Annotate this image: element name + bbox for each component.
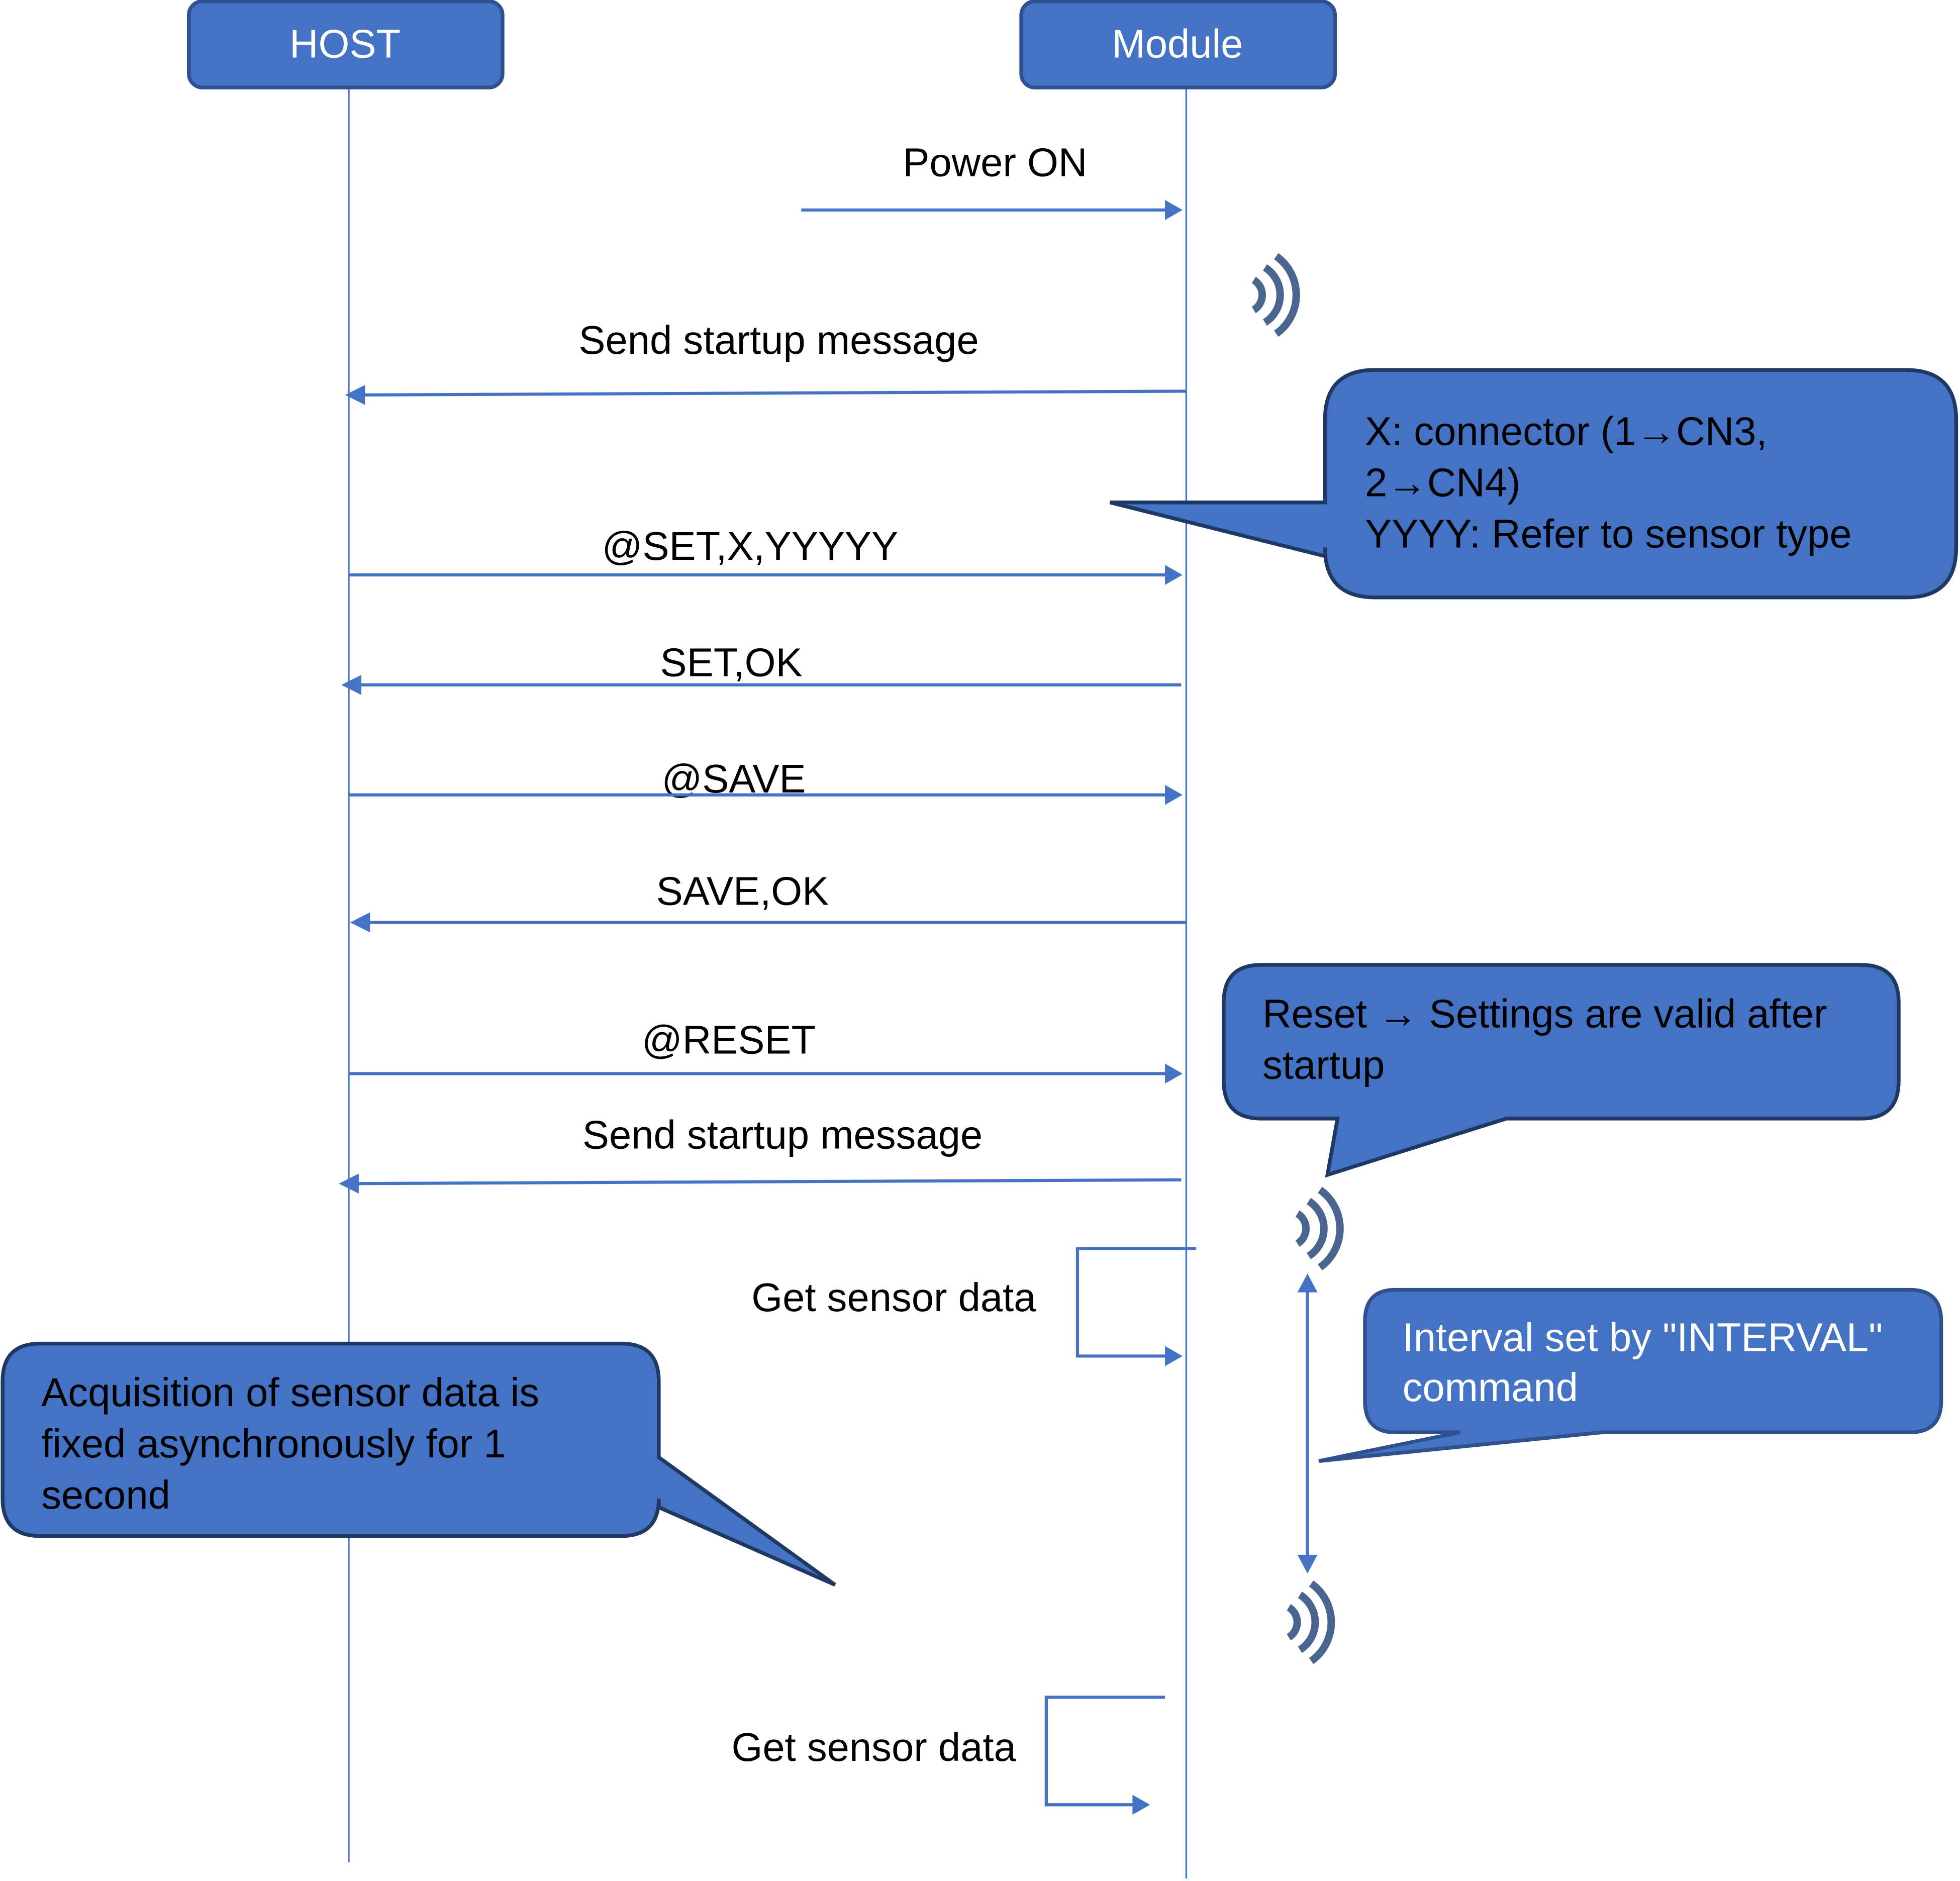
arrow-head bbox=[341, 675, 361, 695]
arrow-head bbox=[1132, 1795, 1150, 1815]
message-save: @SAVE bbox=[349, 756, 1183, 805]
message-startup-2: Send startup message bbox=[339, 1113, 1182, 1194]
callout-line: command bbox=[1403, 1365, 1578, 1410]
wireless-signal-icon bbox=[1298, 1190, 1340, 1267]
arrow-head bbox=[1165, 565, 1183, 585]
host-label: HOST bbox=[289, 21, 401, 66]
message-label: Send startup message bbox=[578, 318, 978, 362]
callout-line: fixed asynchronously for 1 bbox=[41, 1421, 506, 1466]
arrow-head bbox=[1165, 1346, 1183, 1366]
arrow-head bbox=[1165, 1063, 1183, 1084]
message-label: Get sensor data bbox=[731, 1725, 1016, 1769]
callout-line: X: connector (1→CN3, bbox=[1365, 409, 1768, 453]
arrow-head bbox=[345, 385, 365, 405]
arrow-head bbox=[1165, 784, 1183, 805]
self-message-get-sensor-data-2: Get sensor data bbox=[731, 1696, 1165, 1815]
arrow-head bbox=[1165, 200, 1183, 220]
module-participant[interactable]: Module bbox=[1019, 0, 1337, 89]
message-power-on: Power ON bbox=[801, 140, 1183, 220]
message-label: @RESET bbox=[642, 1018, 816, 1062]
message-label: Send startup message bbox=[582, 1113, 983, 1157]
callout-line: startup bbox=[1262, 1042, 1385, 1087]
message-set: @SET,X,YYYYY bbox=[349, 524, 1183, 585]
message-label: Get sensor data bbox=[751, 1275, 1036, 1320]
message-label: SAVE,OK bbox=[656, 869, 829, 914]
arrow-head-up bbox=[1297, 1273, 1318, 1293]
callout-acquisition-note: Acquisition of sensor data is fixed asyn… bbox=[1, 1341, 836, 1587]
module-label: Module bbox=[1112, 21, 1243, 66]
message-reset: @RESET bbox=[349, 1018, 1183, 1084]
callout-line: 2→CN4) bbox=[1365, 460, 1521, 505]
wireless-signal-icon bbox=[1254, 256, 1297, 334]
callout-line: second bbox=[41, 1472, 170, 1517]
wireless-signal-icon bbox=[1289, 1583, 1331, 1661]
callout-line: Acquisition of sensor data is bbox=[41, 1370, 539, 1415]
message-label: SET,OK bbox=[660, 640, 803, 684]
message-label: @SET,X,YYYYY bbox=[602, 524, 898, 568]
message-label: Power ON bbox=[903, 140, 1087, 185]
arrow-head-down bbox=[1297, 1554, 1318, 1574]
callout-line: YYYY: Refer to sensor type bbox=[1365, 511, 1852, 556]
callout-line: Reset → Settings are valid after bbox=[1262, 991, 1827, 1036]
arrow-head bbox=[339, 1173, 359, 1194]
message-set-ok: SET,OK bbox=[341, 640, 1182, 695]
message-startup-1: Send startup message bbox=[345, 318, 1187, 405]
host-participant[interactable]: HOST bbox=[186, 0, 505, 89]
callout-interval-note: Interval set by "INTERVAL" command bbox=[1318, 1288, 1943, 1463]
message-save-ok: SAVE,OK bbox=[350, 869, 1187, 933]
callout-line: Interval set by "INTERVAL" bbox=[1403, 1315, 1883, 1359]
self-message-get-sensor-data-1: Get sensor data bbox=[751, 1247, 1197, 1366]
arrow-head bbox=[350, 912, 370, 933]
interval-double-arrow bbox=[1297, 1273, 1318, 1574]
callout-set-params: X: connector (1→CN3, 2→CN4) YYYY: Refer … bbox=[1109, 368, 1958, 600]
callout-reset-note: Reset → Settings are valid after startup bbox=[1222, 963, 1901, 1178]
